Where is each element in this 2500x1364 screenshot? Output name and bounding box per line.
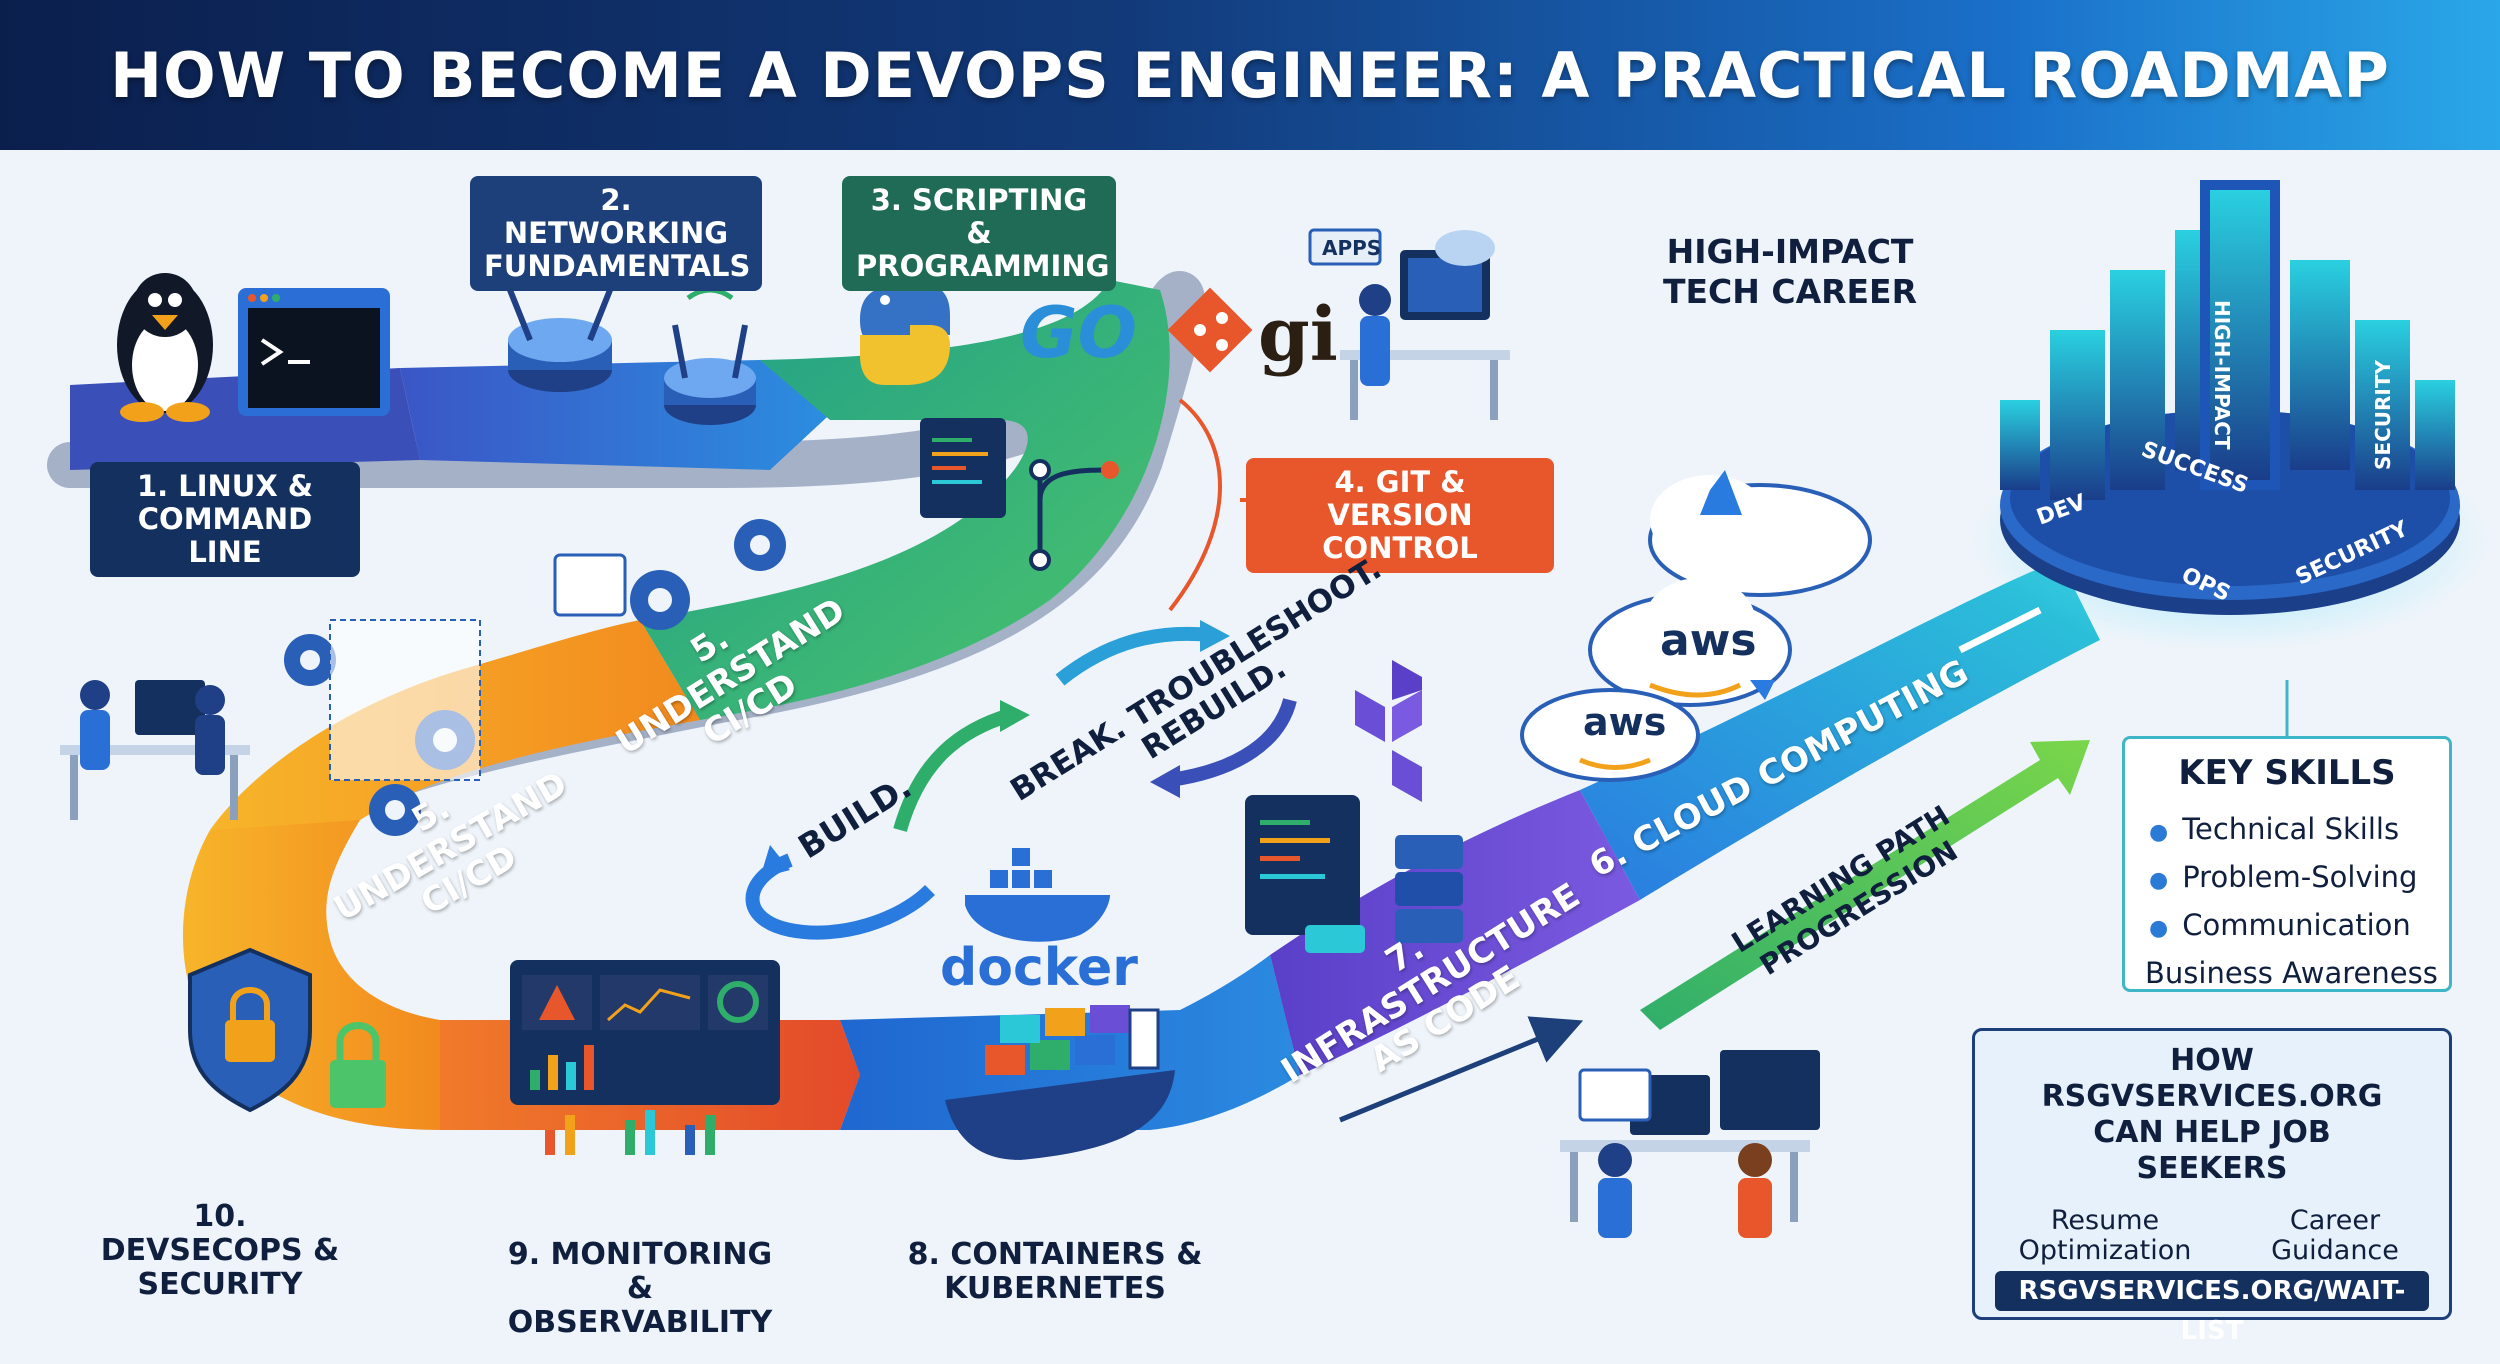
key-skill-label: Technical Skills: [2182, 812, 2400, 846]
key-skill-label: Business Awareness: [2145, 956, 2438, 990]
career-label: HIGH-IMPACT TECH CAREER: [1662, 232, 1918, 311]
sign-security-tower: SECURITY: [2371, 360, 2395, 470]
key-skills-title: KEY SKILLS: [2178, 753, 2396, 793]
aws-logo-2: aws: [1583, 700, 1667, 744]
terraform-icon: [1355, 660, 1422, 802]
aws-cloud-icon-2: [1520, 688, 1700, 782]
apps-sign: APPS: [1322, 236, 1382, 260]
key-skills-list: ● Technical Skills ● Problem-Solving ● Comm…: [2145, 807, 2438, 996]
help-panel: HOW RSGVSERVICES.ORG CAN HELP JOB SEEKER…: [1972, 1028, 2452, 1346]
key-skill-item: ● Technical Skills: [2149, 807, 2438, 855]
router-icon: [507, 268, 613, 392]
shield-lock-icon: [188, 947, 386, 1113]
step-devsecops: 10. DEVSECOPS & SECURITY: [100, 1199, 340, 1302]
key-skill-label: Problem-Solving: [2182, 860, 2418, 894]
step-scripting: 3. SCRIPTING & PROGRAMMING: [842, 176, 1116, 291]
key-skill-item: Business Awareness: [2145, 951, 2438, 996]
sign-high-impact: HIGH-IMPACT: [2210, 300, 2234, 450]
key-skill-item: ● Communication: [2149, 903, 2438, 951]
bullet-icon: ●: [2149, 916, 2169, 941]
key-skill-item: ● Problem-Solving: [2149, 855, 2438, 903]
aws-logo: aws: [1660, 615, 1757, 666]
learning-progression-arrow: [1640, 740, 2090, 1030]
python-icon: [860, 285, 950, 385]
progress-arrow-navy: [1339, 1016, 1584, 1123]
bullet-icon: ●: [2149, 868, 2169, 893]
road-segment-scripting-cicd: [640, 280, 1170, 720]
build-cycle-arrows: [745, 620, 1297, 940]
step-linux: 1. LINUX & COMMAND LINE: [90, 462, 360, 577]
penguin-icon: [117, 273, 213, 422]
router-icon-2: [664, 287, 756, 425]
step-containers: 8. CONTAINERS & KUBERNETES: [907, 1237, 1203, 1306]
go-logo: GO: [1020, 292, 1137, 374]
key-skill-label: Communication: [2182, 908, 2411, 942]
git-workstation-illustration: [1308, 228, 1510, 420]
docker-whale-icon: [965, 848, 1110, 942]
code-server-icon: [1245, 795, 1463, 953]
docker-logo: docker: [940, 938, 1138, 998]
career-city-platform: [1970, 180, 2490, 650]
step-git: 4. GIT & VERSION CONTROL: [1246, 458, 1554, 573]
azure-cloud-icon: [1648, 470, 1872, 597]
career-guidance-label: Career Guidance: [2271, 1205, 2399, 1266]
container-ship-icon: [945, 1005, 1175, 1160]
wait-list-link[interactable]: RSGVSERVICES.ORG/WAIT-LIST: [1995, 1271, 2429, 1346]
step-monitoring: 9. MONITORING & OBSERVABILITY: [507, 1237, 773, 1340]
pipeline-icon: [920, 418, 1119, 571]
bullet-icon: ●: [2149, 820, 2169, 845]
team-workstation-left: [60, 680, 250, 820]
terminal-icon: [238, 288, 390, 416]
key-skills-panel: KEY SKILLS ● Technical Skills ● Problem-So…: [2122, 736, 2452, 992]
help-title: HOW RSGVSERVICES.ORG CAN HELP JOB SEEKER…: [2041, 1043, 2383, 1186]
title-bar: HOW TO BECOME A DEVOPS ENGINEER: A PRACT…: [0, 0, 2500, 150]
gears-lower-icon: [284, 619, 481, 836]
gears-upper-icon: [553, 519, 786, 630]
team-workstation-right: [1560, 1050, 1820, 1238]
git-logo-text: gi: [1258, 292, 1338, 378]
progress-arrow-white: [1958, 606, 2042, 654]
monitoring-dashboard-icon: [510, 960, 780, 1155]
page-title: HOW TO BECOME A DEVOPS ENGINEER: A PRACT…: [110, 38, 2390, 112]
aws-cloud-icon: [1588, 578, 1792, 707]
step-networking: 2. NETWORKING FUNDAMENTALS: [470, 176, 762, 291]
resume-optimization-label: Resume Optimization: [2018, 1205, 2192, 1266]
